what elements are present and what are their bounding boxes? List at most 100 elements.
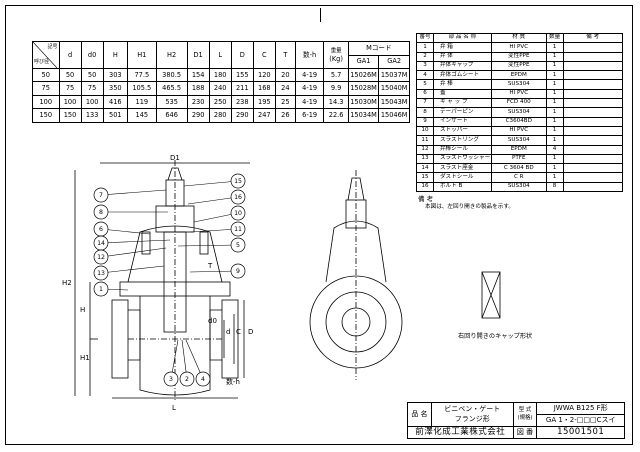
callout-circle bbox=[93, 187, 109, 203]
label-D: D bbox=[248, 328, 253, 336]
callout-circle bbox=[230, 221, 246, 237]
dimension-cell: 15046M bbox=[378, 108, 410, 123]
bolt-right bbox=[199, 231, 209, 255]
dimension-cell: 20 bbox=[274, 67, 296, 83]
dimension-cell: 280 bbox=[208, 108, 232, 123]
dimension-cell: 195 bbox=[252, 94, 276, 110]
callout-number: 2 bbox=[185, 376, 189, 383]
dimension-cell: 247 bbox=[252, 108, 276, 123]
left-flange bbox=[111, 299, 129, 379]
callout-circle bbox=[93, 265, 109, 281]
dimension-cell: 303 bbox=[102, 67, 128, 83]
callout-leader bbox=[100, 228, 151, 235]
spec-line2: GA 1・2-□□□Cスイ bbox=[536, 414, 625, 427]
callout-number: 12 bbox=[97, 254, 105, 261]
drawing-no-label: 図 番 bbox=[512, 426, 538, 439]
name-label: 品 名 bbox=[407, 402, 432, 427]
callout-leader bbox=[100, 247, 167, 258]
callout-balloon: 8 bbox=[93, 204, 168, 220]
header-T: T bbox=[274, 41, 296, 69]
dimension-cell: 154 bbox=[186, 67, 210, 83]
dimension-table: 記号 呼び径 d d0 H H1 H2 D1 L D C T 数-h 重量 (K… bbox=[32, 41, 411, 123]
dimension-cell: 24 bbox=[274, 81, 296, 96]
parts-cell: ボルト B bbox=[432, 181, 492, 193]
cap-detail-diag2 bbox=[481, 271, 501, 319]
callout-number: 8 bbox=[99, 209, 103, 216]
dimension-cell: 100 bbox=[80, 94, 104, 110]
callout-balloon: 14 bbox=[93, 235, 171, 251]
callout-number: 10 bbox=[234, 210, 242, 217]
callout-circle bbox=[230, 189, 246, 205]
dimension-cell: 120 bbox=[252, 67, 276, 83]
dimension-cell: 188 bbox=[186, 81, 210, 96]
callout-balloon: 10 bbox=[193, 205, 246, 223]
callout-balloon: 16 bbox=[187, 189, 246, 205]
cap-shape-label: 右回り開きのキャップ形状 bbox=[458, 333, 533, 340]
callout-balloon: 3 bbox=[163, 339, 179, 387]
dimension-cell: 77.5 bbox=[126, 67, 157, 83]
side-bonnet bbox=[325, 220, 387, 283]
dimension-cell: 4-19 bbox=[294, 67, 325, 83]
dimension-cell: 50 bbox=[80, 67, 104, 83]
callout-circle bbox=[179, 371, 195, 387]
label-D1: D1 bbox=[170, 154, 180, 162]
callout-number: 5 bbox=[236, 242, 240, 249]
callout-balloon: 4 bbox=[185, 339, 211, 387]
callout-balloon: 2 bbox=[179, 339, 195, 387]
dimension-cell: 15034M bbox=[347, 108, 380, 123]
callout-balloon: 11 bbox=[189, 221, 246, 237]
label-H2: H2 bbox=[62, 279, 72, 287]
callout-circle bbox=[93, 281, 109, 297]
notes-heading: 備 考 bbox=[418, 195, 434, 203]
dimension-cell: 501 bbox=[102, 108, 128, 123]
title-row-name: 品 名 ビニベン・ゲート フランジ形 型 式 (規格) JWWA B125 F形 bbox=[407, 402, 625, 427]
drawing-frame bbox=[5, 5, 633, 445]
dimension-subheader-row: GA1 GA2 bbox=[33, 54, 410, 69]
callout-balloon: 5 bbox=[177, 237, 246, 253]
dimension-cell: 230 bbox=[186, 94, 210, 110]
dimension-cell: 416 bbox=[102, 94, 128, 110]
label-d: d bbox=[226, 328, 230, 336]
callout-circle bbox=[93, 204, 109, 220]
dimension-cell: 9.9 bbox=[323, 81, 349, 96]
corner-bottom-label: 呼び径 bbox=[34, 59, 50, 65]
callout-circle bbox=[230, 237, 246, 253]
spec-line1: JWWA B125 F形 bbox=[536, 402, 625, 415]
dimension-cell: 15040M bbox=[378, 81, 410, 96]
weight-unit: (Kg) bbox=[329, 55, 343, 64]
dimension-cell: 350 bbox=[102, 81, 128, 96]
callout-number: 1 bbox=[99, 286, 103, 293]
label-H1: H1 bbox=[80, 354, 90, 362]
callout-number: 3 bbox=[169, 376, 173, 383]
title-block: 品 名 ビニベン・ゲート フランジ形 型 式 (規格) JWWA B125 F形… bbox=[407, 402, 625, 439]
label-d0: d0 bbox=[208, 317, 217, 325]
dimension-cell: 465.5 bbox=[155, 81, 188, 96]
callout-balloon: 6 bbox=[93, 221, 151, 237]
callout-leader bbox=[189, 270, 239, 273]
callout-circle bbox=[93, 249, 109, 265]
dimension-cell: 14.3 bbox=[323, 94, 349, 110]
spec-label: 型 式 (規格) bbox=[512, 402, 538, 427]
callout-leader bbox=[187, 196, 239, 205]
label-L: L bbox=[172, 404, 176, 412]
label-count-h: 数-h bbox=[226, 377, 240, 386]
bolt-left bbox=[141, 231, 151, 255]
dimension-cell: 119 bbox=[126, 94, 157, 110]
callout-leader bbox=[100, 239, 171, 244]
dimension-cell: 168 bbox=[252, 81, 276, 96]
corner-top-label: 記号 bbox=[47, 44, 58, 50]
callout-number: 15 bbox=[234, 178, 242, 185]
dimension-cell: 646 bbox=[155, 108, 188, 123]
drawing-no: 15001501 bbox=[536, 426, 625, 439]
dimension-cell: 22.6 bbox=[323, 108, 349, 123]
name-line1: ビニベン・ゲート bbox=[444, 405, 501, 414]
label-T: T bbox=[207, 262, 213, 270]
